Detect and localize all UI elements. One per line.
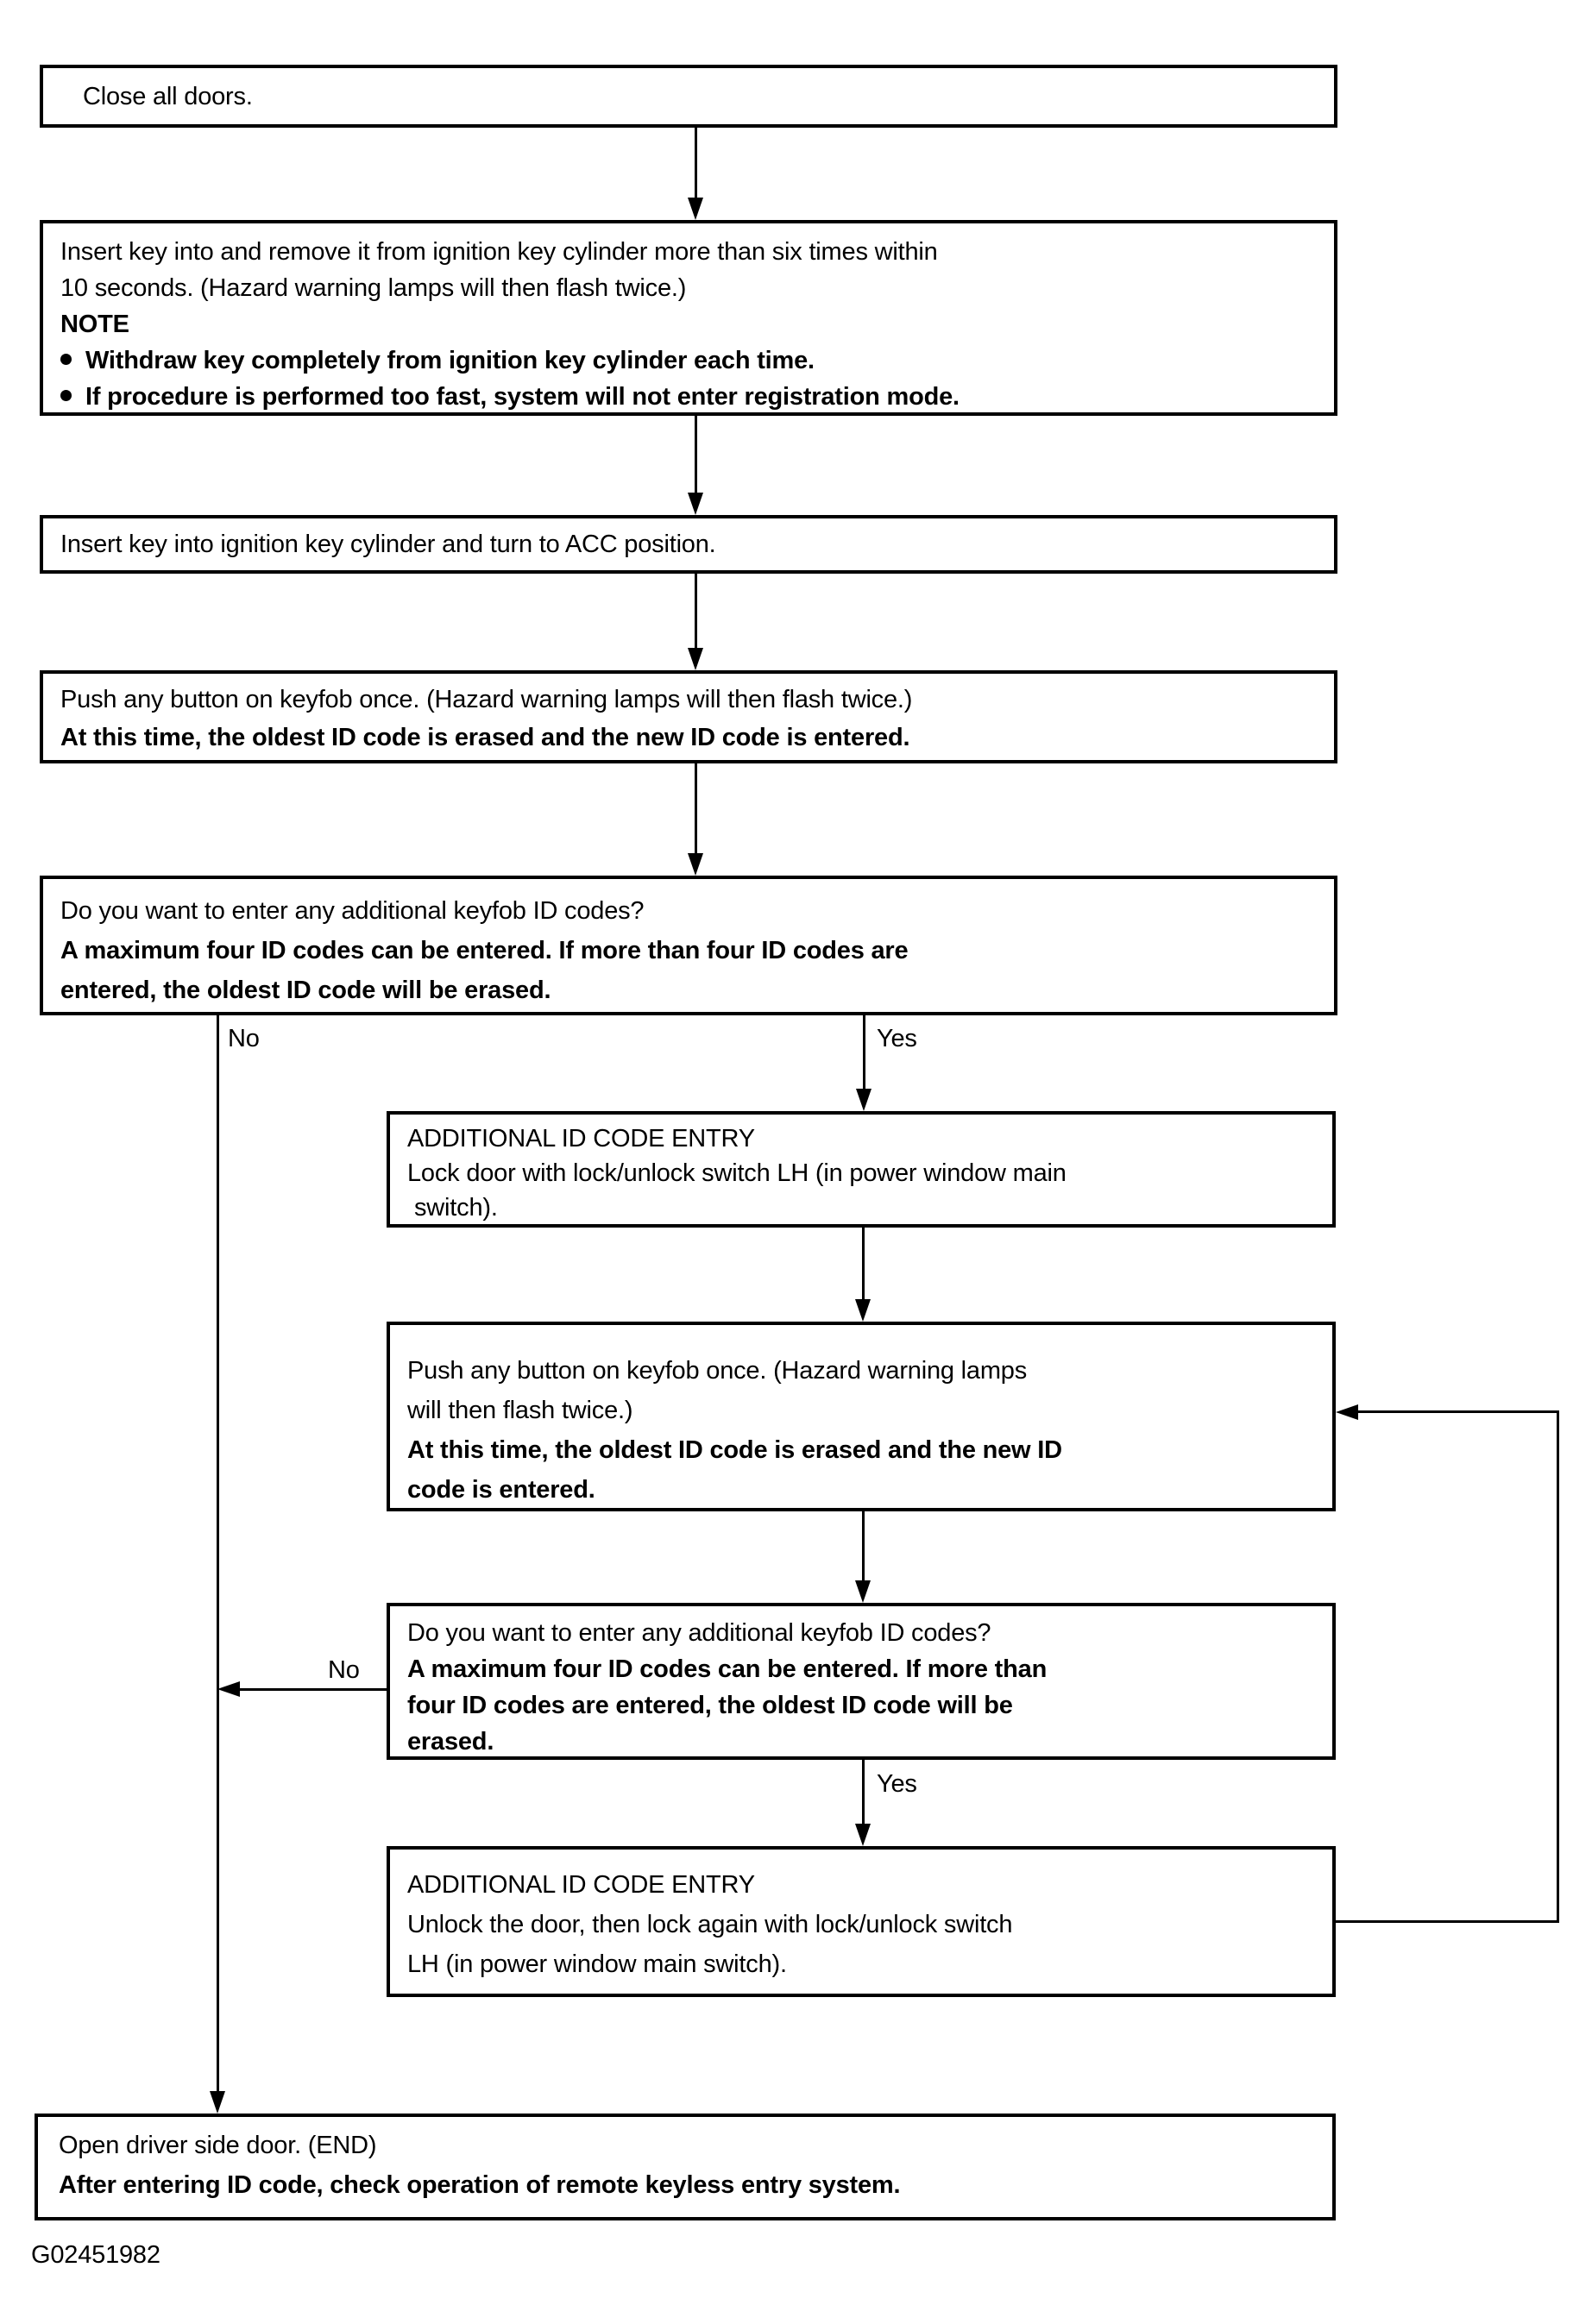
node-text-line: At this time, the oldest ID code is eras… — [60, 724, 910, 751]
node-text-line: Push any button on keyfob once. (Hazard … — [407, 1357, 1028, 1385]
node-text-line: Push any button on keyfob once. (Hazard … — [60, 686, 913, 713]
flow-node-turn-to-acc: Insert key into ignition key cylinder an… — [40, 515, 1337, 574]
connector-n3-n4 — [695, 763, 697, 855]
note-bullet-line: Withdraw key completely from ignition ke… — [60, 342, 1334, 379]
node-text-line: four ID codes are entered, the oldest ID… — [407, 1692, 1013, 1719]
connector-decision2-yes — [862, 1760, 865, 1825]
flow-node-decision-additional-codes-2: Do you want to enter any additional keyf… — [387, 1603, 1336, 1760]
connector-decision1-yes — [863, 1015, 865, 1090]
node-text-line: will then flash twice.) — [407, 1397, 633, 1424]
connector-n6-n7 — [862, 1511, 865, 1582]
connector-n2-n3 — [695, 574, 697, 650]
node-text-line: Insert key into ignition key cylinder an… — [60, 531, 716, 558]
branch-label-yes-1: Yes — [877, 1025, 917, 1052]
node-text-line: switch). — [414, 1194, 498, 1222]
node-heading-line: ADDITIONAL ID CODE ENTRY — [407, 1125, 755, 1153]
node-text-line: At this time, the oldest ID code is eras… — [407, 1436, 1062, 1464]
node-text-line: A maximum four ID codes can be entered. … — [407, 1655, 1048, 1683]
node-text-line: erased. — [407, 1728, 494, 1756]
flow-node-additional-entry-unlock: ADDITIONAL ID CODE ENTRY Unlock the door… — [387, 1846, 1336, 1997]
arrow-down-icon — [855, 1824, 871, 1846]
node-text-line: Unlock the door, then lock again with lo… — [407, 1911, 1013, 1938]
branch-label-no-2: No — [328, 1656, 360, 1684]
bullet-icon — [60, 390, 72, 401]
flow-node-close-all-doors: Close all doors. — [40, 65, 1337, 128]
arrow-left-icon — [217, 1681, 240, 1697]
node-text-line: If procedure is performed too fast, syst… — [85, 383, 960, 411]
feedback-loop-vertical-line — [1557, 1410, 1559, 1923]
flow-node-insert-remove-key: Insert key into and remove it from ignit… — [40, 220, 1337, 416]
node-text-line: Close all doors. — [83, 82, 253, 110]
flow-node-decision-additional-codes-1: Do you want to enter any additional keyf… — [40, 876, 1337, 1015]
arrow-down-icon — [688, 198, 703, 220]
arrow-down-icon — [688, 648, 703, 670]
arrow-down-icon — [855, 1299, 871, 1322]
feedback-loop-bottom-line — [1336, 1920, 1559, 1923]
flow-node-push-keyfob-first: Push any button on keyfob once. (Hazard … — [40, 670, 1337, 763]
figure-code: G02451982 — [31, 2241, 160, 2269]
connector-n5-n6 — [862, 1228, 865, 1301]
node-text-line: code is entered. — [407, 1476, 595, 1504]
node-text-line: After entering ID code, check operation … — [59, 2171, 901, 2199]
feedback-loop-top-line — [1356, 1410, 1559, 1413]
node-heading-line: ADDITIONAL ID CODE ENTRY — [407, 1871, 755, 1899]
node-text-line: Do you want to enter any additional keyf… — [407, 1619, 991, 1647]
arrow-down-icon — [210, 2091, 225, 2114]
arrow-down-icon — [856, 1089, 872, 1111]
connector-decision1-no — [217, 1015, 219, 2093]
node-text-line: Lock door with lock/unlock switch LH (in… — [407, 1159, 1067, 1187]
arrow-down-icon — [688, 853, 703, 876]
arrow-down-icon — [688, 493, 703, 515]
node-text-line: LH (in power window main switch). — [407, 1950, 787, 1978]
flow-node-additional-entry-lock: ADDITIONAL ID CODE ENTRY Lock door with … — [387, 1111, 1336, 1228]
flow-node-push-keyfob-loop: Push any button on keyfob once. (Hazard … — [387, 1322, 1336, 1511]
node-text-line: entered, the oldest ID code will be eras… — [60, 977, 551, 1004]
node-text-line: Do you want to enter any additional keyf… — [60, 897, 645, 925]
note-bullet-line: If procedure is performed too fast, syst… — [60, 379, 1334, 415]
connector-n1-n2 — [695, 416, 697, 495]
branch-label-yes-2: Yes — [877, 1770, 917, 1798]
node-text-line: Insert key into and remove it from ignit… — [60, 238, 938, 266]
flow-node-end-open-door: Open driver side door. (END) After enter… — [35, 2114, 1336, 2220]
arrow-down-icon — [855, 1580, 871, 1603]
note-heading: NOTE — [60, 311, 129, 338]
arrow-left-icon — [1336, 1404, 1358, 1420]
node-text-line: 10 seconds. (Hazard warning lamps will t… — [60, 274, 687, 302]
node-text-line: A maximum four ID codes can be entered. … — [60, 937, 909, 964]
bullet-icon — [60, 354, 72, 365]
connector-decision2-no — [238, 1688, 387, 1691]
node-text-line: Withdraw key completely from ignition ke… — [85, 347, 815, 374]
node-text-line: Open driver side door. (END) — [59, 2132, 377, 2159]
connector-n0-n1 — [695, 128, 697, 200]
branch-label-no-1: No — [228, 1025, 260, 1052]
